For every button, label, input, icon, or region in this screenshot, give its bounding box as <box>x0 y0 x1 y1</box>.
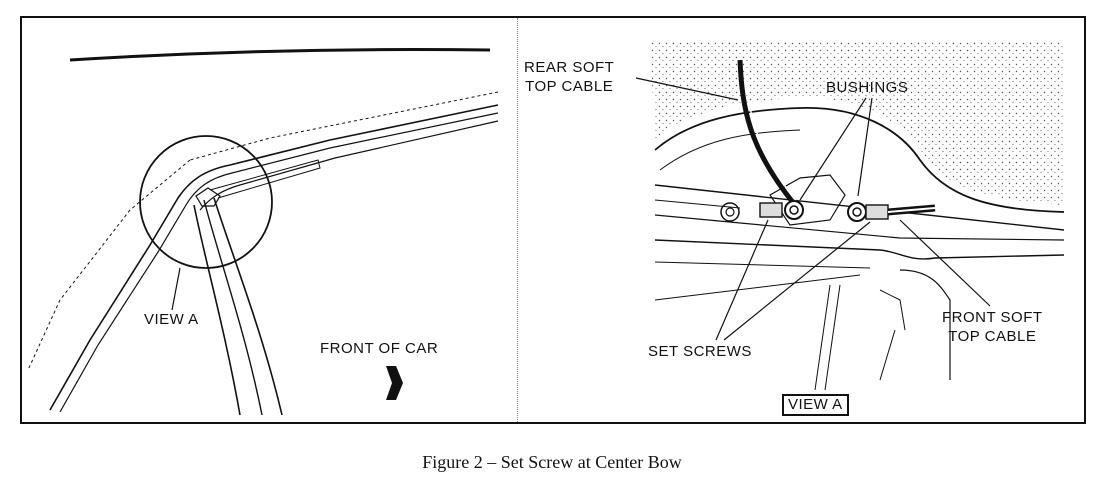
front-of-car-label: FRONT OF CAR <box>320 340 439 357</box>
left-roof-drawing <box>27 47 499 416</box>
set-screws-label: SET SCREWS <box>648 343 752 360</box>
view-a-box-label: VIEW A <box>782 394 849 416</box>
figure-frame <box>20 16 1086 424</box>
panel-divider <box>517 18 518 422</box>
bushings-label: BUSHINGS <box>826 79 909 96</box>
right-detail-drawing <box>635 40 1065 391</box>
front-soft-top-cable-label: FRONT SOFT TOP CABLE <box>942 309 1043 345</box>
rear-soft-top-cable-label: REAR SOFT TOP CABLE <box>524 59 615 95</box>
figure-caption: Figure 2 – Set Screw at Center Bow <box>422 452 682 472</box>
view-a-label: VIEW A <box>144 311 199 328</box>
right-arrow-icon <box>386 366 403 400</box>
